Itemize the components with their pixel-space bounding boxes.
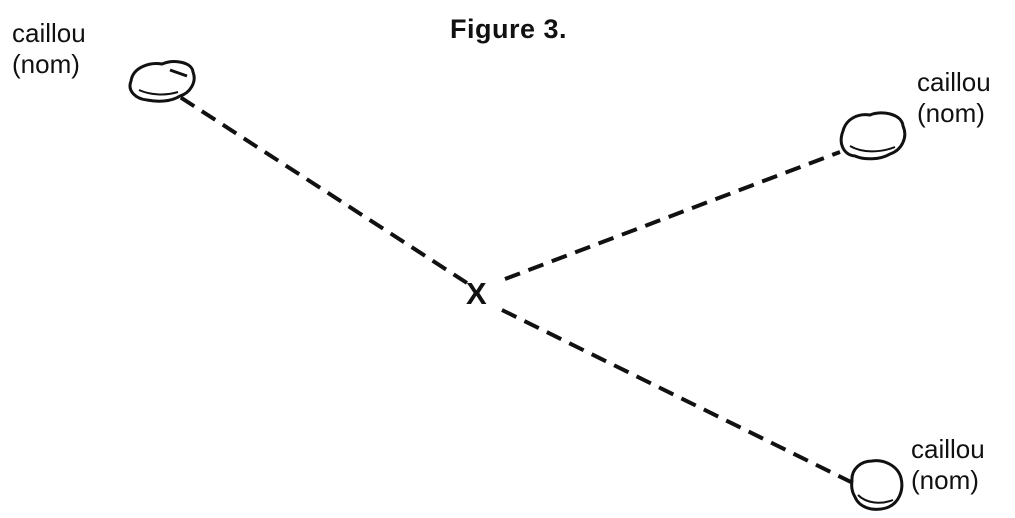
stone-label-right: caillou (nom) (917, 67, 991, 129)
stone-sublabel: (nom) (917, 98, 985, 128)
stone-icon-bottom-right (850, 459, 904, 511)
stone-sublabel: (nom) (911, 465, 979, 495)
center-mark: X (466, 276, 487, 311)
line-to-right-stone (504, 150, 841, 281)
line-to-top-left-stone (178, 95, 469, 285)
stone-label-bottom-right: caillou (nom) (911, 434, 985, 496)
stone-name: caillou (12, 18, 86, 48)
stone-icon-right (839, 111, 907, 161)
stone-label-top-left: caillou (nom) (12, 18, 86, 80)
stone-icon-top-left (128, 60, 196, 103)
stone-name: caillou (917, 67, 991, 97)
stone-name: caillou (911, 434, 985, 464)
line-to-bottom-right-stone (501, 308, 856, 486)
stone-sublabel: (nom) (12, 49, 80, 79)
figure-title: Figure 3. (450, 14, 568, 44)
